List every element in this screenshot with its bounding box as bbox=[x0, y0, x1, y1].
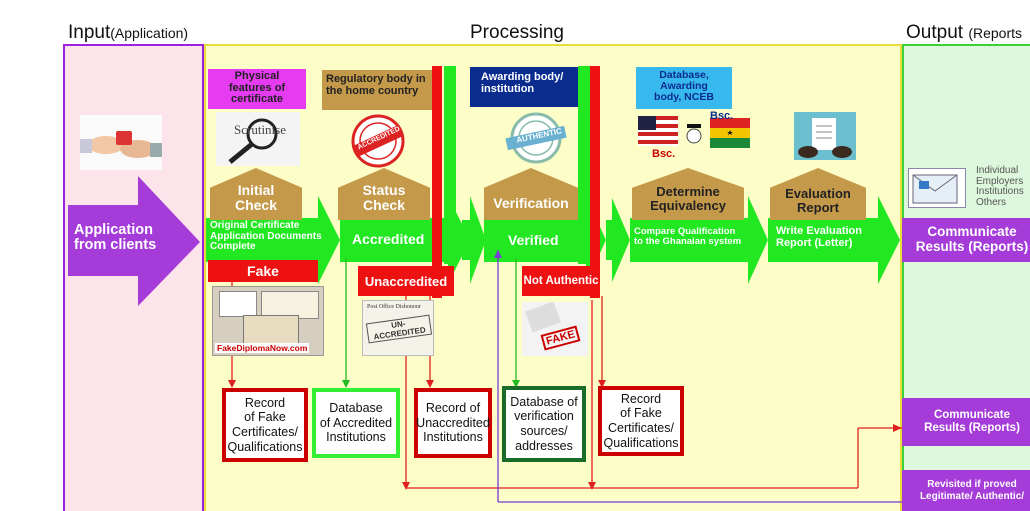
initial-check-title: Initial Check bbox=[234, 182, 278, 213]
communicate-results-top: Communicate Results (Reports) bbox=[902, 218, 1030, 262]
verification-title: Verification bbox=[493, 195, 569, 211]
handshake-icon bbox=[80, 131, 162, 158]
accredited-stamp-icon bbox=[351, 114, 405, 168]
magnifier-icon bbox=[228, 118, 278, 164]
unaccredited-doc-image: Post Office Dishonour UN- ACCREDITED bbox=[362, 300, 434, 356]
accredited-stamp-image: ACCREDITED bbox=[350, 113, 406, 169]
record-verification-db: Database of verification sources/ addres… bbox=[502, 386, 586, 462]
output-header: Output (Reports bbox=[906, 22, 1022, 44]
report-image bbox=[794, 112, 856, 160]
not-authentic-label: Not Authentic bbox=[522, 266, 600, 296]
unaccredited-doc-header: Post Office Dishonour bbox=[367, 304, 421, 310]
status-source-label: Regulatory body in the home country bbox=[322, 70, 432, 110]
authentic-stamp-image: AUTHENTIC bbox=[504, 112, 568, 164]
fake-label: Fake bbox=[208, 260, 318, 282]
record-unaccredited: Record of Unaccredited Institutions bbox=[414, 388, 492, 458]
communicate-results-bottom: Communicate Results (Reports) bbox=[902, 398, 1030, 446]
input-arrow-label: Application from clients bbox=[74, 222, 157, 254]
status-pass-bar bbox=[444, 66, 456, 264]
fake-stamp-image: FAKE bbox=[522, 302, 588, 356]
input-header-sub: (Application) bbox=[110, 25, 189, 41]
status-fail-bar bbox=[432, 66, 442, 298]
flow-arrow-3 bbox=[462, 196, 486, 284]
authentic-stamp-icon bbox=[505, 112, 567, 164]
accredited-label: Accredited bbox=[352, 231, 425, 247]
evaluation-title: Evaluation Report bbox=[785, 186, 851, 215]
processing-header: Processing bbox=[470, 22, 564, 43]
recipients-text: Individual Employers Institutions Others bbox=[976, 165, 1024, 208]
input-arrow-shape bbox=[68, 176, 200, 306]
envelope-image bbox=[908, 168, 966, 208]
initial-check-detail: Original Certificate Application Documen… bbox=[210, 220, 322, 252]
envelope-icon bbox=[912, 174, 958, 204]
flag-right-tag: Bsc. bbox=[710, 110, 734, 122]
verify-pass-bar bbox=[578, 66, 590, 264]
scrutinise-image: Scrutinise bbox=[216, 112, 300, 166]
record-fake-2: Record of Fake Certificates/ Qualificati… bbox=[598, 386, 684, 456]
equivalency-detail: Compare Qualification to the Ghanaian sy… bbox=[634, 226, 742, 247]
status-check-title: Status Check bbox=[362, 182, 406, 213]
fake-stamp-text: FAKE bbox=[540, 325, 581, 351]
scrutinise-text: Scrutinise bbox=[234, 122, 286, 137]
verify-fail-bar bbox=[590, 66, 600, 298]
flags-image: Bsc. Bsc. bbox=[636, 110, 752, 166]
record-accredited-db: Database of Accredited Institutions bbox=[312, 388, 400, 458]
record-fake-1: Record of Fake Certificates/ Qualificati… bbox=[222, 388, 308, 462]
output-header-text: Output bbox=[906, 22, 964, 43]
initial-source-label: Physical features of certificate bbox=[208, 69, 306, 109]
output-header-sub: (Reports bbox=[968, 25, 1023, 41]
unaccredited-doc-stamp: UN- ACCREDITED bbox=[365, 314, 433, 344]
equivalency-title: Determine Equivalency bbox=[650, 184, 726, 213]
fake-site-text: FakeDiplomaNow.com bbox=[215, 343, 310, 353]
verified-label: Verified bbox=[508, 232, 559, 248]
evaluation-detail: Write Evaluation Report (Letter) bbox=[776, 225, 862, 249]
input-header-text: Input bbox=[68, 22, 111, 43]
verification-source-label: Awarding body/ institution bbox=[470, 67, 578, 107]
report-icon bbox=[798, 118, 852, 158]
flag-left-tag: Bsc. bbox=[652, 148, 676, 160]
fake-docs-image: FakeDiplomaNow.com bbox=[212, 286, 324, 356]
equivalency-source-label: Database, Awarding body, NCEB bbox=[636, 67, 732, 109]
revisited-note: Revisited if proved Legitimate/ Authenti… bbox=[902, 470, 1030, 511]
unaccredited-label: Unaccredited bbox=[358, 266, 454, 296]
input-header: Input(Application) bbox=[68, 22, 188, 44]
flow-arrow-5 bbox=[606, 198, 630, 282]
handshake-image bbox=[80, 115, 162, 170]
flags-icon bbox=[638, 116, 750, 148]
